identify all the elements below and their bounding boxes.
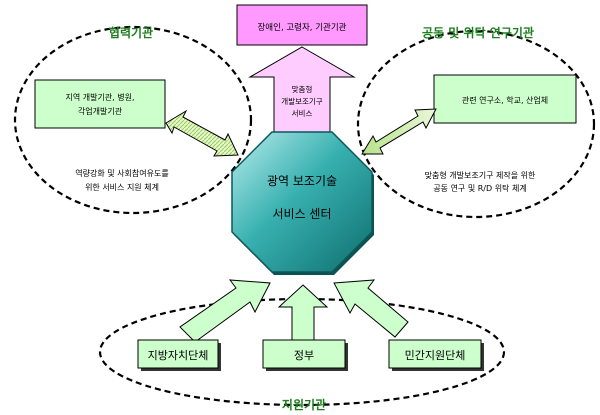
left-caption-line-1: 역량강화 및 사회참여유도를 — [75, 168, 168, 178]
bottom-box-government-text: 정부 — [294, 349, 314, 362]
right-box-text: 관련 연구소, 학교, 산업체 — [462, 95, 548, 105]
top-arrow-text-1: 맞춤형 — [292, 84, 313, 94]
bottom-left-arrow — [179, 279, 271, 343]
right-group-ellipse — [356, 29, 596, 219]
bottom-box-government — [262, 339, 346, 369]
left-group-ellipse — [13, 25, 253, 215]
bottom-box-local-gov — [137, 339, 219, 369]
bottom-right-arrow — [333, 279, 409, 338]
bottom-box-private — [388, 339, 482, 369]
left-double-arrow — [165, 109, 239, 157]
center-title-line-1: 광역 보조기술 — [267, 174, 337, 188]
bottom-box-private-text: 민간지원단체 — [405, 349, 466, 362]
center-title-line-2: 서비스 센터 — [272, 207, 331, 221]
right-caption-line-2: 공동 연구 및 R/D 위탁 체계 — [433, 183, 526, 193]
left-caption-line-2: 위한 서비스 지원 체계 — [85, 182, 159, 192]
bottom-center-arrow — [277, 284, 329, 341]
right-caption-line-1: 맞춤형 개발보조기구 제작을 위한 — [425, 170, 536, 180]
right-double-arrow — [361, 108, 437, 155]
top-arrow-text-3: 서비스 — [292, 109, 313, 118]
left-title: 협력기관 — [109, 25, 153, 40]
right-title: 공동 및 위탁 연구기관 — [422, 25, 534, 40]
top-box-text: 장애인, 고령자, 기관기관 — [257, 22, 346, 33]
left-box-line-2: 각업개발기관 — [78, 106, 123, 116]
bottom-title: 지원기관 — [282, 397, 326, 412]
left-box-line-1: 지역 개발기관, 병원, — [65, 92, 134, 102]
left-box — [34, 79, 166, 129]
center-octagon — [231, 131, 373, 273]
right-box — [433, 74, 577, 124]
bottom-box-local-gov-text: 지방자치단체 — [148, 349, 209, 362]
top-box — [236, 4, 368, 46]
top-arrow-text-2: 개발보조기구 — [281, 96, 322, 106]
